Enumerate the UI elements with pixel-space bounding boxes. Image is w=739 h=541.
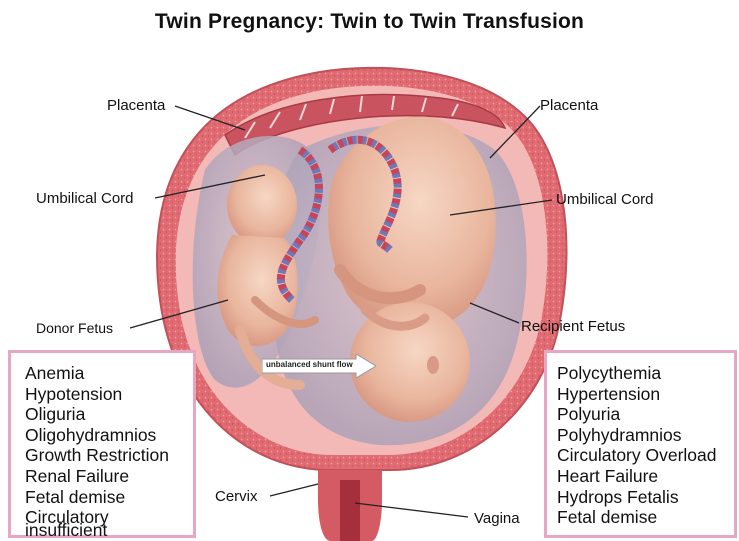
label-placenta-right: Placenta: [540, 98, 598, 113]
list-item: Oliguria: [25, 404, 193, 425]
list-item: Hydrops Fetalis: [557, 487, 734, 508]
label-vagina: Vagina: [474, 511, 520, 526]
label-umbilical-cord-left: Umbilical Cord: [36, 191, 134, 206]
list-item: Polycythemia: [557, 363, 734, 384]
list-item: Oligohydramnios: [25, 425, 193, 446]
list-item: Fetal demise: [557, 507, 734, 528]
list-item: Hypotension: [25, 384, 193, 405]
label-placenta-left: Placenta: [107, 98, 165, 113]
list-item: Polyuria: [557, 404, 734, 425]
label-cervix: Cervix: [215, 489, 258, 504]
donor-effects-list: Anemia Hypotension Oliguria Oligohydramn…: [25, 363, 193, 540]
recipient-effects-list: Polycythemia Hypertension Polyuria Polyh…: [557, 363, 734, 528]
list-item: Growth Restriction: [25, 445, 193, 466]
label-donor-fetus: Donor Fetus: [36, 321, 113, 335]
list-item: Polyhydramnios: [557, 425, 734, 446]
shunt-flow-arrow: unbalanced shunt flow: [262, 354, 376, 378]
list-item: Anemia: [25, 363, 193, 384]
list-item: Hypertension: [557, 384, 734, 405]
donor-effects-box: Anemia Hypotension Oliguria Oligohydramn…: [8, 350, 196, 538]
label-recipient-fetus: Recipient Fetus: [521, 319, 625, 334]
list-item: insufficient: [25, 520, 193, 541]
list-item: Heart Failure: [557, 466, 734, 487]
list-item: Circulatory Overload: [557, 445, 734, 466]
list-item: Renal Failure: [25, 466, 193, 487]
label-umbilical-cord-right: Umbilical Cord: [556, 192, 654, 207]
recipient-effects-box: Polycythemia Hypertension Polyuria Polyh…: [544, 350, 737, 538]
list-item: Fetal demise: [25, 487, 193, 508]
shunt-flow-label: unbalanced shunt flow: [266, 360, 353, 369]
